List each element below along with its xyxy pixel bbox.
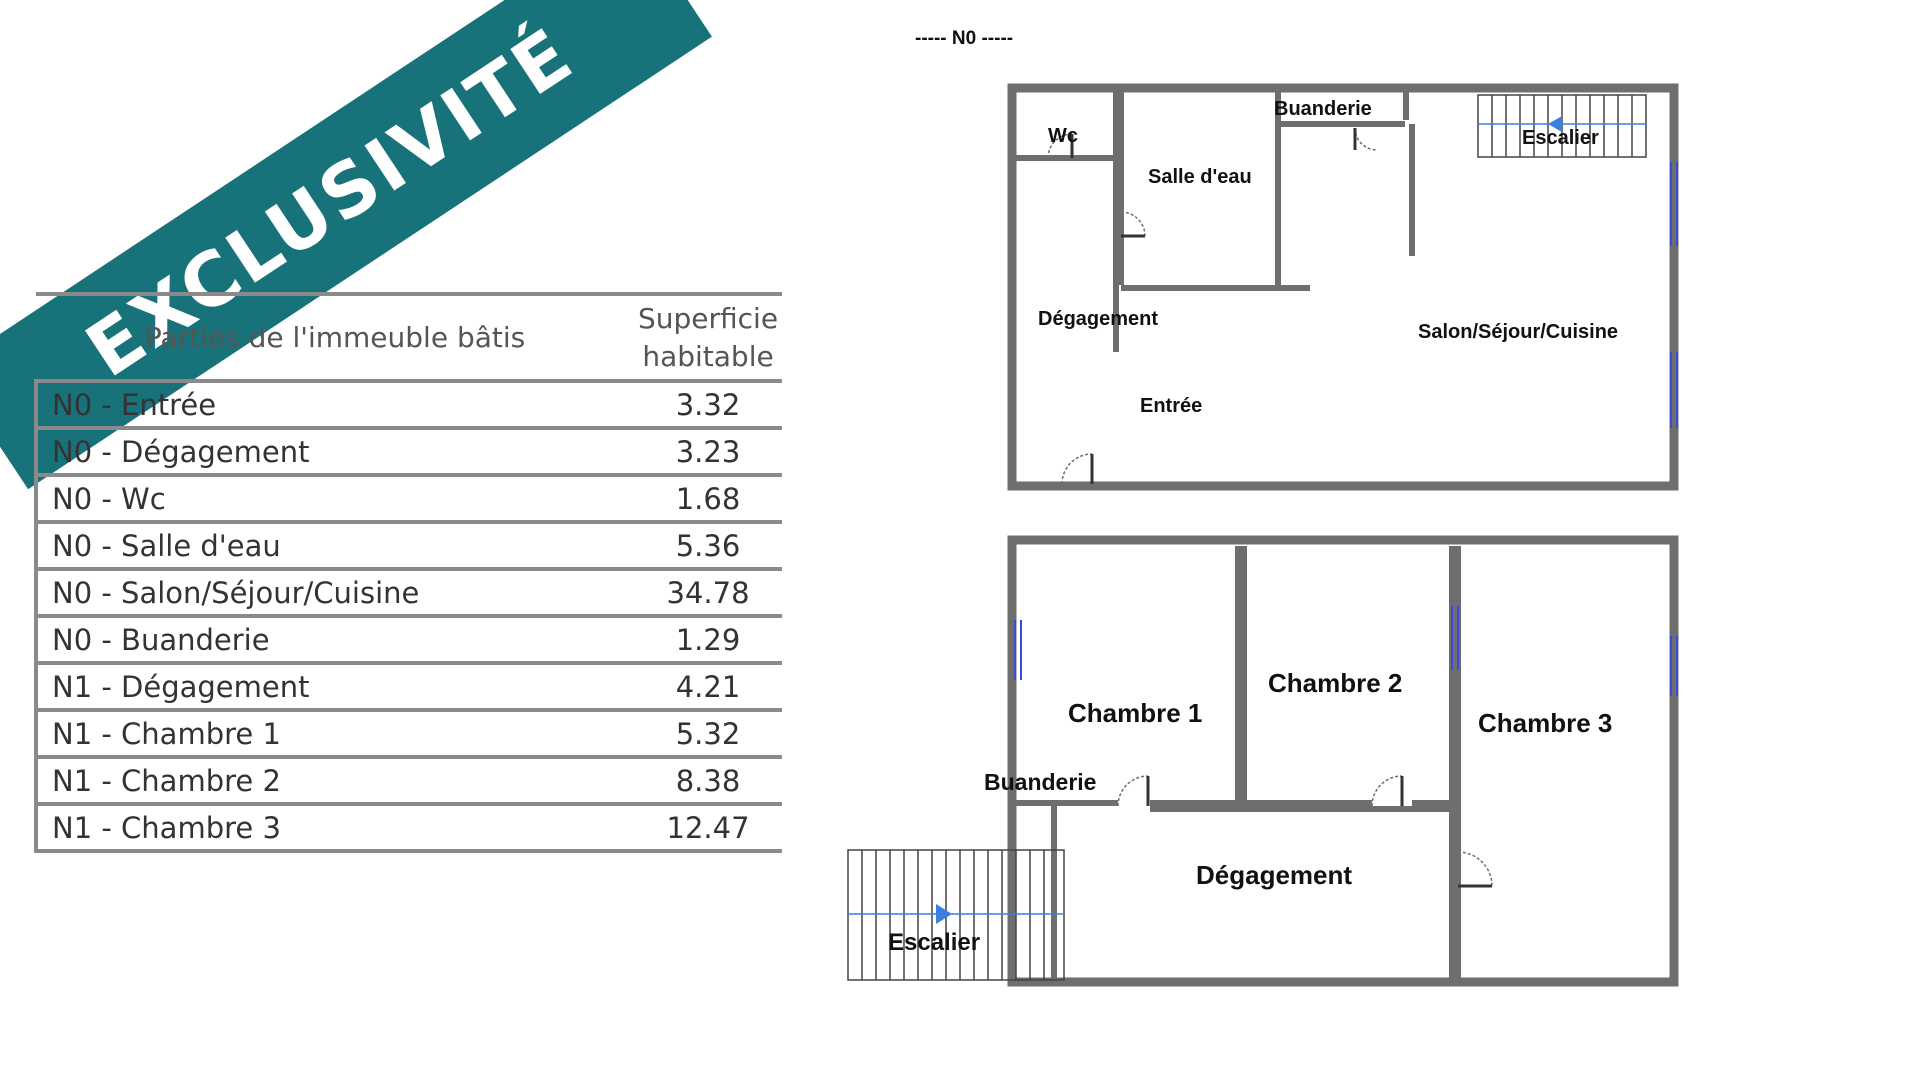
row-part: N1 - Dégagement [33,663,635,712]
n1-label-chambre1: Chambre 1 [1068,698,1202,728]
n1-label-chambre2: Chambre 2 [1268,668,1402,698]
n0-inner-walls [1016,92,1415,352]
row-area: 5.36 [634,522,782,571]
n0-staircase [1477,94,1647,158]
n1-label-buanderie: Buanderie [984,769,1096,795]
n0-windows [1670,162,1678,428]
n1-label-degagement: Dégagement [1196,860,1352,890]
n0-doors [1047,127,1378,485]
n0-label-salon: Salon/Séjour/Cuisine [1418,321,1618,343]
row-part: N0 - Buanderie [33,616,635,665]
n0-label-wc: Wc [1048,125,1078,147]
row-area: 3.32 [634,381,782,430]
n1-doors [1117,775,1493,887]
level-n1-plan [1007,535,1679,987]
row-area: 3.23 [634,428,782,477]
level-n0-plan [1007,83,1679,491]
level-title: ----- N0 ----- [915,28,1013,49]
row-area: 5.32 [634,710,782,759]
row-part: N0 - Dégagement [33,428,635,477]
header-parts: Parties de l'immeuble bâtis [36,292,635,383]
n0-outer-walls [1007,83,1679,491]
row-area: 1.29 [634,616,782,665]
row-part: N1 - Chambre 2 [33,757,635,806]
row-area: 8.38 [634,757,782,806]
n0-label-buanderie: Buanderie [1274,98,1372,120]
n0-label-escalier: Escalier [1522,127,1599,149]
row-part: N0 - Salle d'eau [33,522,635,571]
n1-label-escalier: Escalier [888,929,980,956]
n0-label-degagement: Dégagement [1038,308,1158,330]
n1-outer-walls [1007,535,1679,987]
n0-label-entree: Entrée [1140,395,1202,417]
n1-label-chambre3: Chambre 3 [1478,708,1612,738]
row-area: 34.78 [634,569,782,618]
row-part: N0 - Entrée [33,381,635,430]
row-part: N1 - Chambre 3 [33,804,635,853]
row-area: 12.47 [634,804,782,853]
n1-door-leaves [1146,776,1492,888]
row-part: N1 - Chambre 1 [33,710,635,759]
row-part: N0 - Wc [33,475,635,524]
n1-staircase [847,849,1065,981]
row-area: 1.68 [634,475,782,524]
n0-door-leaves [1070,128,1357,484]
n1-windows [1014,606,1678,696]
n1-inner-walls [1016,546,1461,980]
row-part: N0 - Salon/Séjour/Cuisine [33,569,635,618]
row-area: 4.21 [634,663,782,712]
n0-label-salle-eau: Salle d'eau [1148,166,1252,188]
